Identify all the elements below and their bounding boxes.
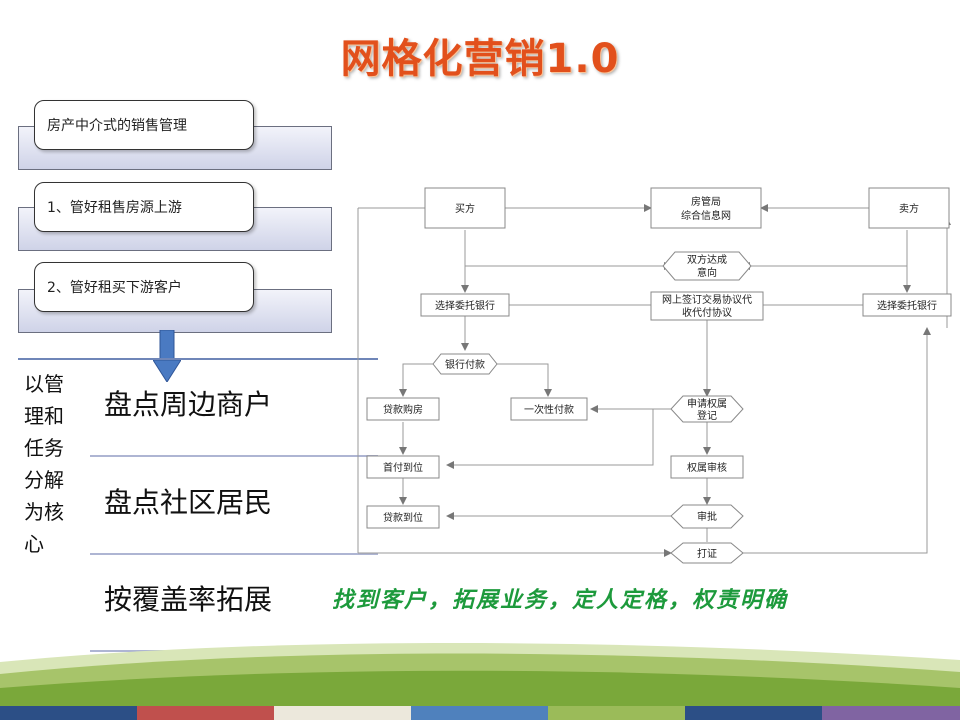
flow-housing-office-text: 综合信息网 — [681, 209, 731, 222]
flow-node-apply-registration — [670, 395, 744, 423]
flow-online-sign-text: 收代付协议 — [682, 306, 732, 319]
flow-node-bank-payment — [432, 353, 498, 375]
flow-agreement-text: 意向 — [697, 266, 717, 279]
flow-bank-payment-text: 银行付款 — [445, 358, 485, 371]
flow-agreement-text: 双方达成 — [687, 253, 727, 266]
color-strip — [548, 706, 685, 720]
flow-node-housing-office — [650, 187, 762, 229]
flow-seller-text: 卖方 — [899, 202, 919, 215]
divider-line — [90, 553, 378, 555]
flow-node-agreement — [662, 251, 752, 281]
flow-node-lump-sum — [510, 397, 588, 421]
color-strip — [274, 706, 411, 720]
color-strip — [137, 706, 274, 720]
flow-approval-text: 审批 — [697, 510, 717, 523]
flow-node-online-sign — [650, 291, 764, 321]
flow-apply-registration-text: 登记 — [697, 409, 717, 422]
flow-online-sign-text: 网上签订交易协议代 — [662, 293, 752, 306]
flow-node-choose-bank-seller — [862, 293, 952, 317]
color-strip — [411, 706, 548, 720]
step-label: 1、管好租售房源上游 — [47, 200, 182, 216]
flow-apply-registration-text: 申请权属 — [687, 397, 727, 410]
core-label: 以管理和任务分解为核心 — [24, 372, 64, 556]
row-coverage: 按覆盖率拓展 — [104, 583, 273, 616]
flow-node-approval — [670, 504, 744, 529]
flow-housing-office-text: 房管局 — [691, 195, 721, 208]
transaction-flowchart: 买方 房管局 综合信息网 卖方 双方达成 意向 选择委托银行 选择委托银行 网上… — [357, 187, 952, 564]
flow-loan-arrival-text: 贷款到位 — [383, 511, 423, 524]
flow-choose-bank-text: 选择委托银行 — [877, 299, 937, 312]
flow-node-down-payment — [366, 455, 440, 479]
step-box-1: 房产中介式的销售管理 — [34, 100, 254, 150]
color-strip — [822, 706, 960, 720]
flow-down-payment-text: 首付到位 — [383, 461, 423, 474]
flow-choose-bank-text: 选择委托银行 — [435, 299, 495, 312]
flow-node-certificate — [670, 542, 744, 564]
row-shops: 盘点周边商户 — [104, 388, 273, 421]
flow-certificate-text: 打证 — [697, 547, 717, 560]
step-label: 2、管好租买下游客户 — [47, 280, 182, 296]
down-arrow-icon — [153, 330, 181, 382]
step-box-3: 2、管好租买下游客户 — [34, 262, 254, 312]
flow-ownership-review-text: 权属审核 — [687, 461, 727, 474]
flow-node-ownership-review — [670, 455, 744, 479]
slogan: 找到客户，拓展业务，定人定格，权责明确 — [332, 587, 789, 613]
flow-lump-sum-text: 一次性付款 — [524, 403, 574, 416]
flow-node-loan-purchase — [366, 397, 440, 421]
divider-line — [18, 358, 378, 360]
flow-node-seller — [868, 187, 950, 229]
page-title: 网格化营销1.0 — [340, 36, 620, 82]
flow-buyer-text: 买方 — [455, 202, 475, 215]
flow-loan-purchase-text: 贷款购房 — [383, 403, 423, 416]
flow-node-choose-bank-buyer — [420, 293, 510, 317]
step-label: 房产中介式的销售管理 — [47, 118, 187, 134]
color-strip — [685, 706, 822, 720]
flow-node-buyer — [424, 187, 506, 229]
flow-node-loan-arrival — [366, 505, 440, 529]
row-residents: 盘点社区居民 — [104, 486, 273, 519]
divider-line — [90, 455, 378, 457]
step-box-2: 1、管好租售房源上游 — [34, 182, 254, 232]
color-strip — [0, 706, 137, 720]
